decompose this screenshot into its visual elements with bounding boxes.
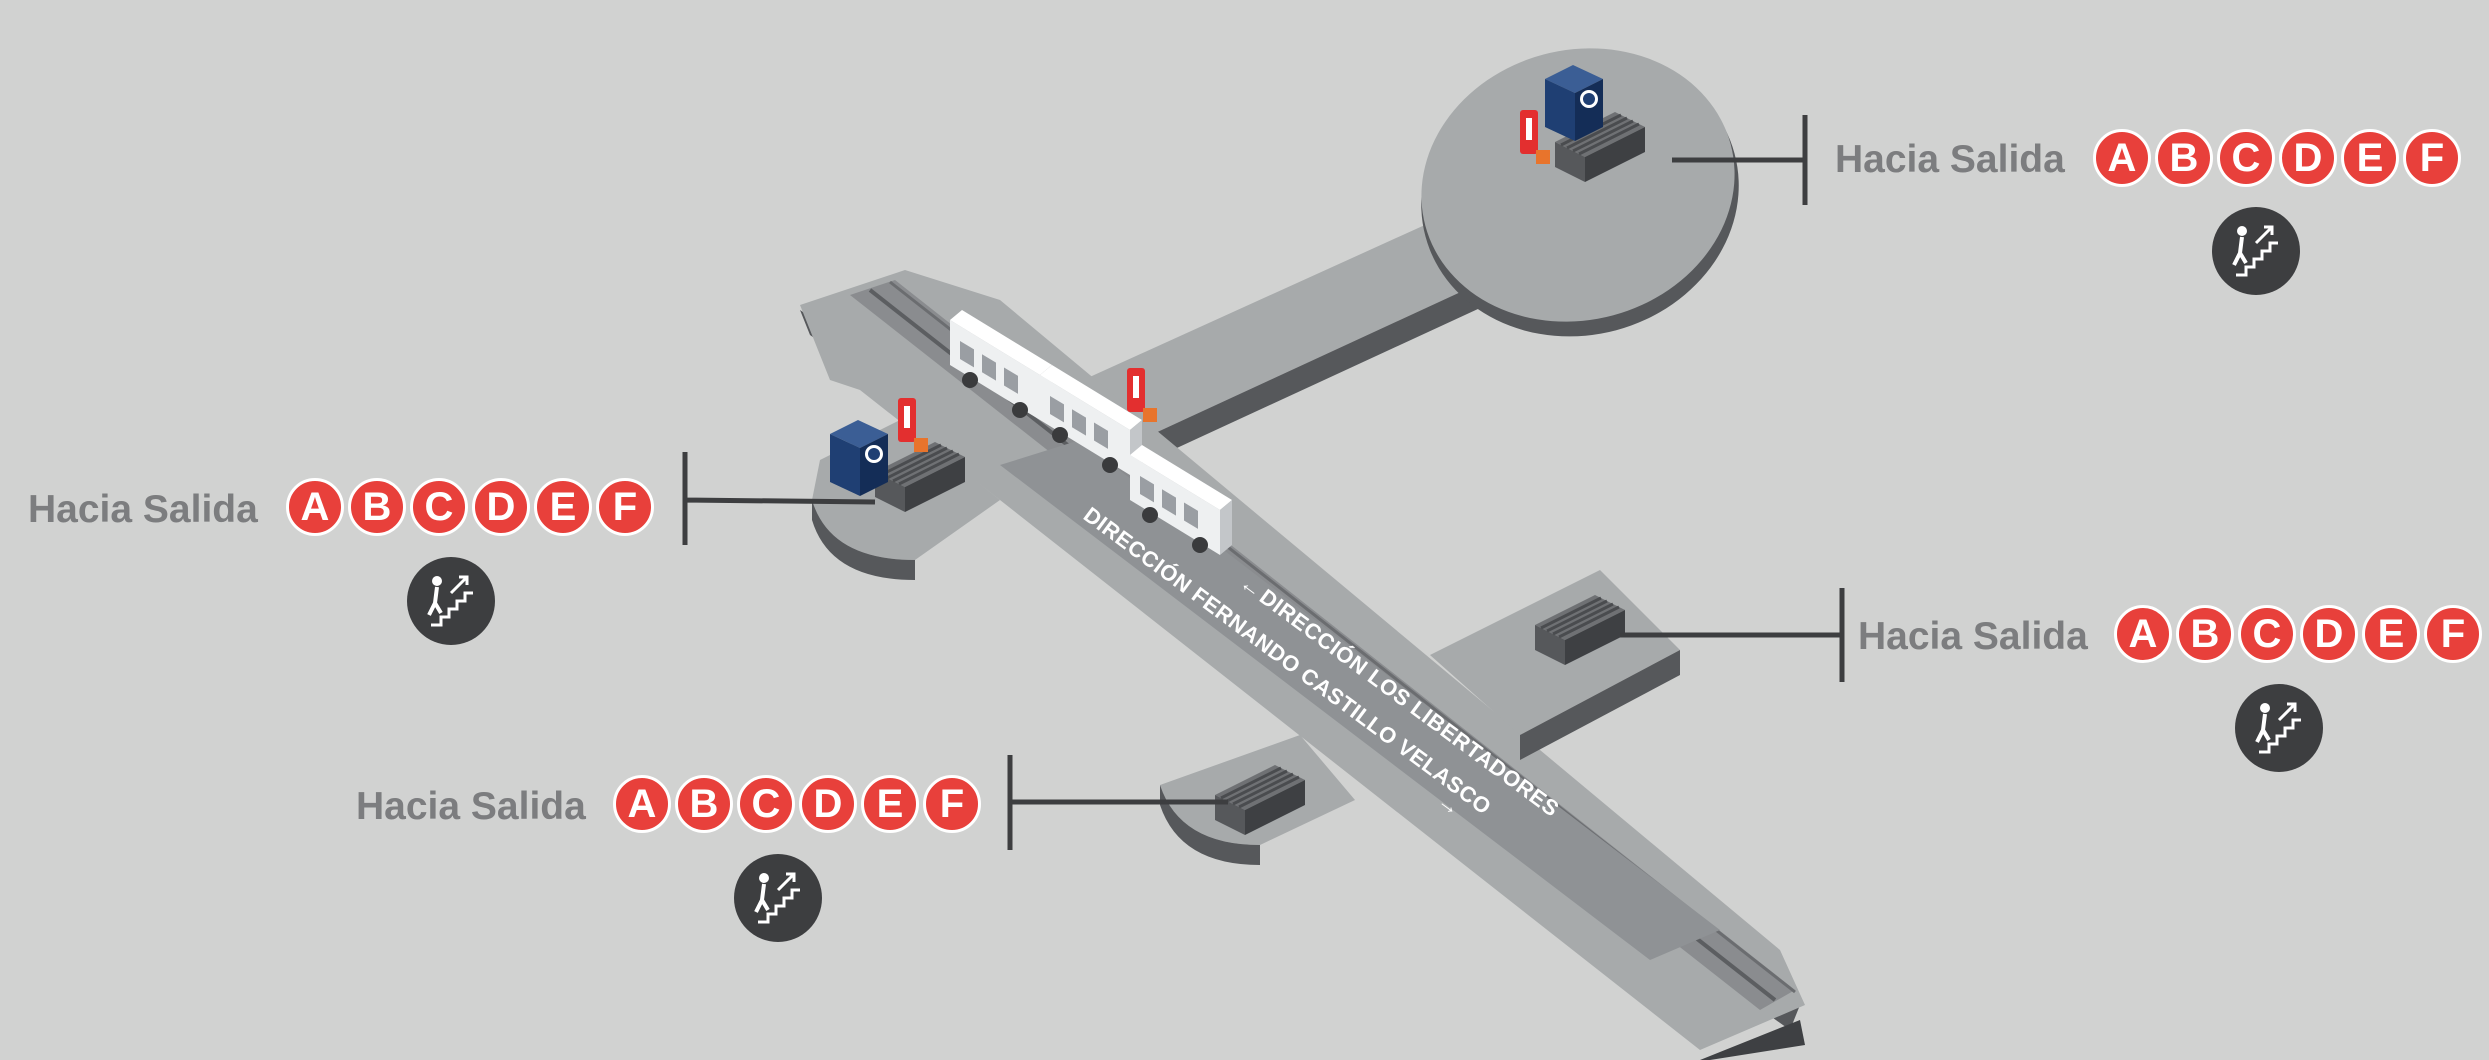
exit-badge-c[interactable]: C: [2217, 129, 2275, 187]
exit-label: Hacia Salida: [28, 488, 258, 531]
exit-label: Hacia Salida: [356, 785, 586, 828]
exit-badge-a[interactable]: A: [613, 775, 671, 833]
main-platform: [800, 270, 1805, 1060]
stairs-up-person-icon: [407, 557, 495, 645]
exit-letters: A B C D E F: [613, 775, 981, 833]
exit-badge-d[interactable]: D: [472, 478, 530, 536]
upper-walkway: [1050, 200, 1530, 465]
exit-badge-b[interactable]: B: [675, 775, 733, 833]
oval-concourse: [1421, 48, 1739, 337]
connector-line: [682, 115, 1845, 850]
exit-badge-a[interactable]: A: [286, 478, 344, 536]
exit-badge-f[interactable]: F: [923, 775, 981, 833]
exit-badge-c[interactable]: C: [410, 478, 468, 536]
exit-badge-b[interactable]: B: [2176, 605, 2234, 663]
exit-badge-d[interactable]: D: [799, 775, 857, 833]
exit-badge-f[interactable]: F: [2403, 129, 2461, 187]
exit-badge-e[interactable]: E: [2341, 129, 2399, 187]
exit-label: Hacia Salida: [1858, 615, 2088, 658]
exit-badge-e[interactable]: E: [861, 775, 919, 833]
exit-letters: A B C D E F: [286, 478, 654, 536]
exit-label: Hacia Salida: [1835, 138, 2065, 181]
exit-badge-a[interactable]: A: [2114, 605, 2172, 663]
exit-badge-e[interactable]: E: [534, 478, 592, 536]
exit-badge-a[interactable]: A: [2093, 129, 2151, 187]
wheelchair-elevator-icon: [830, 420, 888, 496]
exit-badge-c[interactable]: C: [2238, 605, 2296, 663]
exit-badge-c[interactable]: C: [737, 775, 795, 833]
wheelchair-elevator-icon: [1545, 65, 1603, 141]
stairs-up-person-icon: [2212, 207, 2300, 295]
stairs-up-person-icon: [2235, 684, 2323, 772]
exit-badge-f[interactable]: F: [596, 478, 654, 536]
exit-letters: A B C D E F: [2093, 129, 2461, 187]
exit-badge-d[interactable]: D: [2279, 129, 2337, 187]
exit-badge-b[interactable]: B: [2155, 129, 2213, 187]
exit-badge-b[interactable]: B: [348, 478, 406, 536]
exit-badge-d[interactable]: D: [2300, 605, 2358, 663]
exit-badge-f[interactable]: F: [2424, 605, 2482, 663]
exit-badge-e[interactable]: E: [2362, 605, 2420, 663]
exit-letters: A B C D E F: [2114, 605, 2482, 663]
stairs-up-person-icon: [734, 854, 822, 942]
